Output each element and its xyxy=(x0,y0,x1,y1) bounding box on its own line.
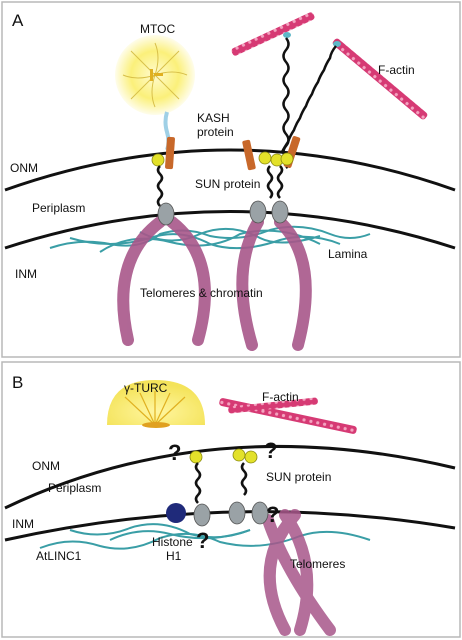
b-sun-coils xyxy=(194,462,248,504)
question-mark: ? xyxy=(266,502,279,527)
b-onm-label: ONM xyxy=(32,459,60,473)
a-inm-membrane xyxy=(4,210,456,250)
a-inm-label: INM xyxy=(15,267,37,281)
b-f-actin-filaments xyxy=(219,397,357,434)
kash-coils xyxy=(280,37,337,169)
a-onm-label: ONM xyxy=(10,161,38,175)
gamma-turc xyxy=(107,380,205,428)
gamma-turc-label: γ-TURC xyxy=(124,381,168,395)
b-chromatin xyxy=(262,509,336,636)
b-inm-label: INM xyxy=(12,517,34,531)
question-mark: ? xyxy=(264,438,277,463)
mtoc xyxy=(115,35,195,115)
histone-h1 xyxy=(166,503,186,523)
a-onm-membrane xyxy=(4,148,456,192)
f-actin-filaments xyxy=(231,12,428,120)
a-sun-trimers xyxy=(157,200,289,226)
panel-a-letter: A xyxy=(12,11,24,30)
b-f-actin-label: F-actin xyxy=(262,390,299,404)
kash-label-line1: KASH xyxy=(197,111,230,125)
mtoc-label: MTOC xyxy=(140,22,175,36)
b-sun-heads xyxy=(189,448,258,464)
b-atlinc1 xyxy=(39,523,371,550)
b-periplasm-label: Periplasm xyxy=(48,481,101,495)
panel-a-frame xyxy=(1,1,461,358)
a-f-actin-label: F-actin xyxy=(378,63,415,77)
a-periplasm-label: Periplasm xyxy=(32,201,85,215)
b-sun-label: SUN protein xyxy=(266,470,331,484)
kash-label-line2: protein xyxy=(197,125,234,139)
a-telomeres-chromatin-label: Telomeres & chromatin xyxy=(140,286,263,300)
histone-label-line1: Histone xyxy=(152,535,193,549)
b-sun-trimers xyxy=(193,501,269,527)
a-chromatin xyxy=(117,216,312,351)
atlinc1-label: AtLINC1 xyxy=(36,549,82,563)
b-telomeres-label: Telomeres xyxy=(290,557,345,571)
a-sun-label: SUN protein xyxy=(195,177,260,191)
sun-heads xyxy=(151,151,294,167)
b-onm-membrane xyxy=(4,444,456,510)
question-mark: ? xyxy=(196,528,209,553)
histone-label-line2: H1 xyxy=(166,549,182,563)
panel-b-letter: B xyxy=(12,373,23,392)
sun-coils xyxy=(156,165,284,207)
a-lamina-label: Lamina xyxy=(328,247,368,261)
question-mark: ? xyxy=(168,440,181,465)
